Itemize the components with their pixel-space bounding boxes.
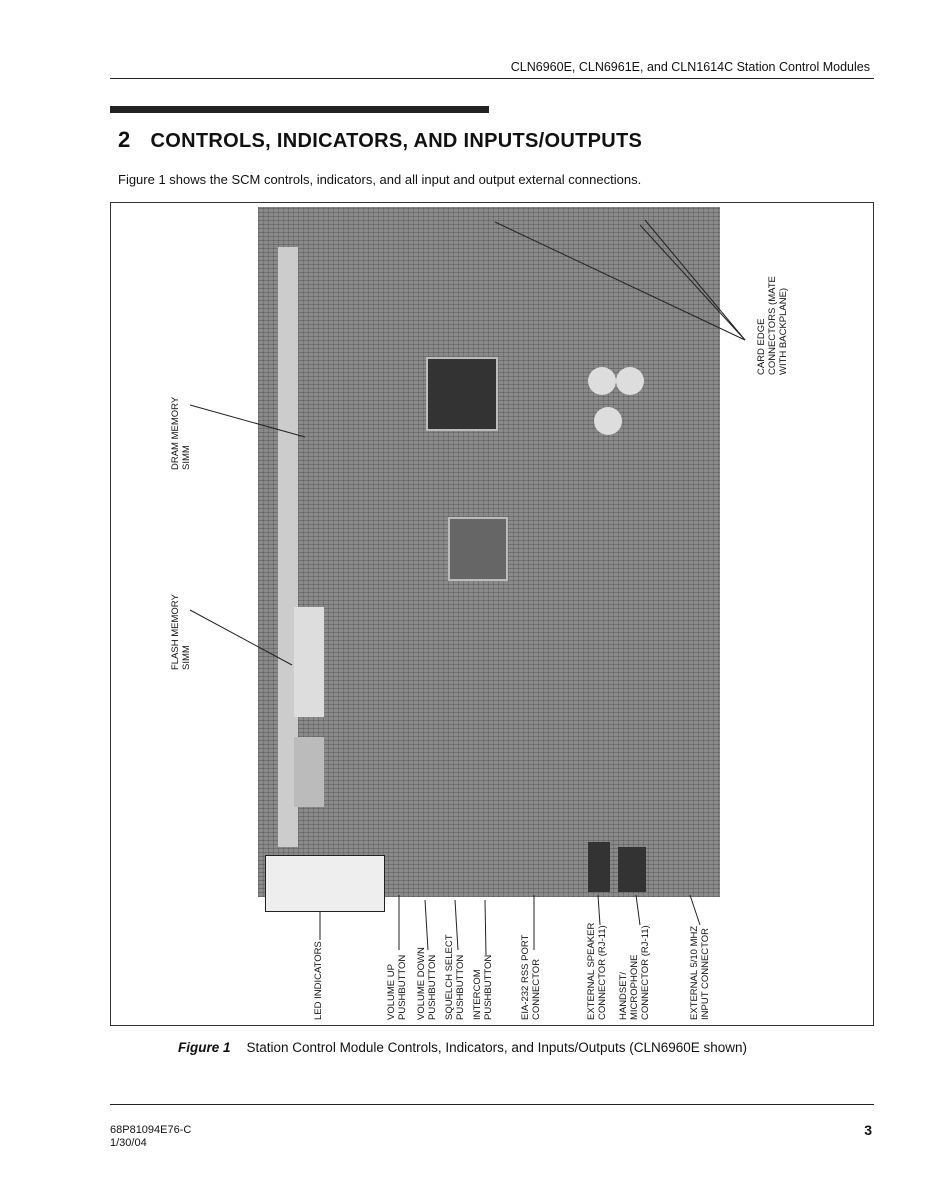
flash-simm [294, 607, 324, 717]
page-number: 3 [864, 1122, 872, 1138]
rj11-jack [588, 842, 610, 892]
section-number: 2 [118, 127, 131, 152]
led-indicator-strip [265, 855, 385, 912]
footer-rule [110, 1104, 874, 1105]
section-heading: 2 CONTROLS, INDICATORS, AND INPUTS/OUTPUT… [118, 127, 642, 153]
intro-text: Figure 1 shows the SCM controls, indicat… [118, 172, 642, 187]
rj11-jack [618, 847, 646, 892]
doc-number: 68P81094E76-C [110, 1124, 192, 1136]
section-title: CONTROLS, INDICATORS, AND INPUTS/OUTPUTS [150, 130, 643, 152]
circuit-board-photo [258, 207, 720, 897]
doc-date: 1/30/04 [110, 1137, 147, 1149]
header-rule [110, 78, 874, 79]
chip [448, 517, 508, 581]
label-sticker [294, 737, 324, 807]
caption-text: Station Control Module Controls, Indicat… [246, 1040, 748, 1055]
capacitor [588, 367, 616, 395]
section-bar [110, 106, 489, 113]
figure-caption: Figure 1 Station Control Module Controls,… [178, 1040, 747, 1055]
running-header: CLN6960E, CLN6961E, and CLN1614C Station… [510, 60, 870, 74]
label-led-indicators: LED INDICATORS [313, 941, 324, 1020]
capacitor [616, 367, 644, 395]
processor-chip [426, 357, 498, 431]
figure-number: Figure 1 [178, 1040, 231, 1055]
capacitor [594, 407, 622, 435]
figure-frame [110, 202, 874, 1026]
board-edge [278, 247, 298, 847]
